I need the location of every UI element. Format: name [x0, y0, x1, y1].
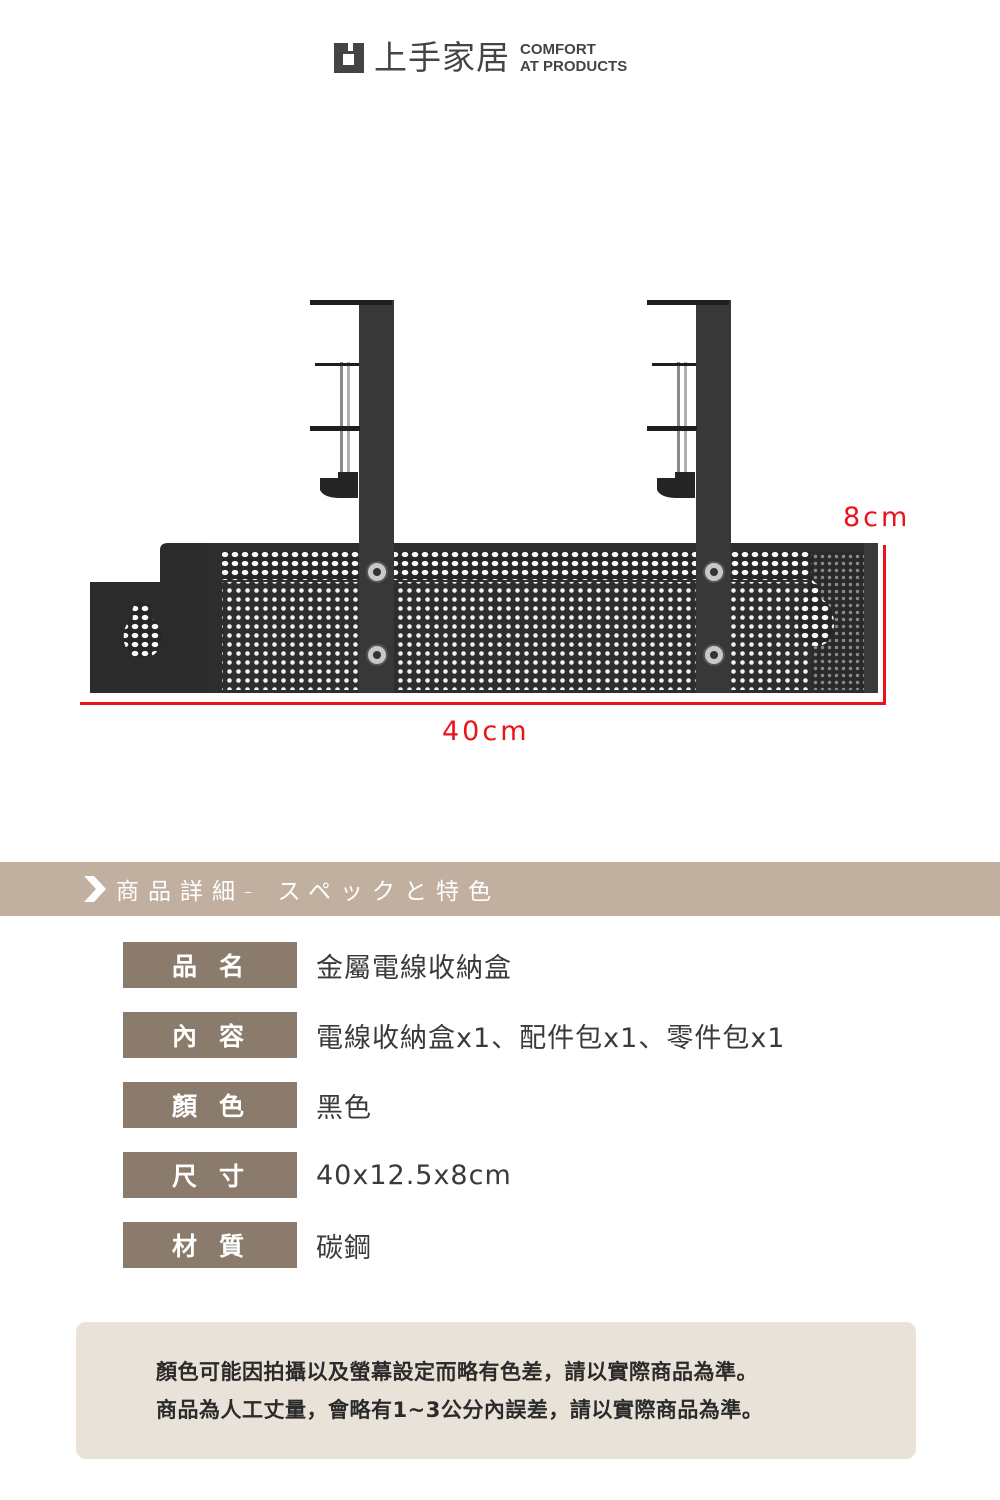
product-figure: 8cm 40cm [0, 280, 1000, 760]
spec-value: 金屬電線收納盒 [316, 952, 512, 984]
spec-table: 品名 金屬電線收納盒 內容 電線收納盒x1、配件包x1、零件包x1 顏色 黑色 … [123, 942, 883, 1292]
brand-name-en-line1: COMFORT [520, 41, 596, 58]
spec-key: 品名 [123, 942, 297, 988]
spec-row-name: 品名 金屬電線收納盒 [123, 942, 883, 988]
note-line-measure: 商品為人工丈量，會略有1~3公分內誤差，請以實際商品為準。 [156, 1397, 764, 1422]
disclaimer-note: 顏色可能因拍攝以及螢幕設定而略有色差，請以實際商品為準。 商品為人工丈量，會略有… [76, 1322, 916, 1459]
spec-value: 電線收納盒x1、配件包x1、零件包x1 [316, 1022, 786, 1054]
height-dimension-label: 8cm [843, 502, 911, 533]
width-dimension-label: 40cm [442, 716, 530, 747]
section-header-bar: 商品詳細- スペックと特色 [0, 862, 1000, 916]
spec-row-material: 材質 碳鋼 [123, 1222, 883, 1268]
section-title: 商品詳細- スペックと特色 [116, 879, 501, 905]
spec-row-color: 顏色 黑色 [123, 1082, 883, 1128]
height-dimension-line [883, 545, 886, 705]
spec-value: 40x12.5x8cm [316, 1159, 512, 1191]
brand-name-en-line2: AT PRODUCTS [520, 58, 628, 75]
spec-key: 顏色 [123, 1082, 297, 1128]
brand-name-cn: 上手家居 [374, 38, 510, 77]
logo-mark-icon [334, 43, 364, 73]
note-line-color: 顏色可能因拍攝以及螢幕設定而略有色差，請以實際商品為準。 [156, 1359, 758, 1384]
spec-value: 黑色 [316, 1092, 372, 1124]
width-dimension-line [80, 702, 886, 705]
spec-row-size: 尺寸 40x12.5x8cm [123, 1152, 883, 1198]
chevron-right-icon [84, 876, 106, 902]
spec-row-contents: 內容 電線收納盒x1、配件包x1、零件包x1 [123, 1012, 883, 1058]
cable-organizer-illustration [80, 300, 886, 705]
spec-value: 碳鋼 [316, 1232, 372, 1264]
brand-name-en: COMFORT AT PRODUCTS [520, 41, 627, 75]
spec-key: 材質 [123, 1222, 297, 1268]
brand-logo: 上手家居 COMFORT AT PRODUCTS [334, 38, 627, 78]
spec-key: 內容 [123, 1012, 297, 1058]
spec-key: 尺寸 [123, 1152, 297, 1198]
